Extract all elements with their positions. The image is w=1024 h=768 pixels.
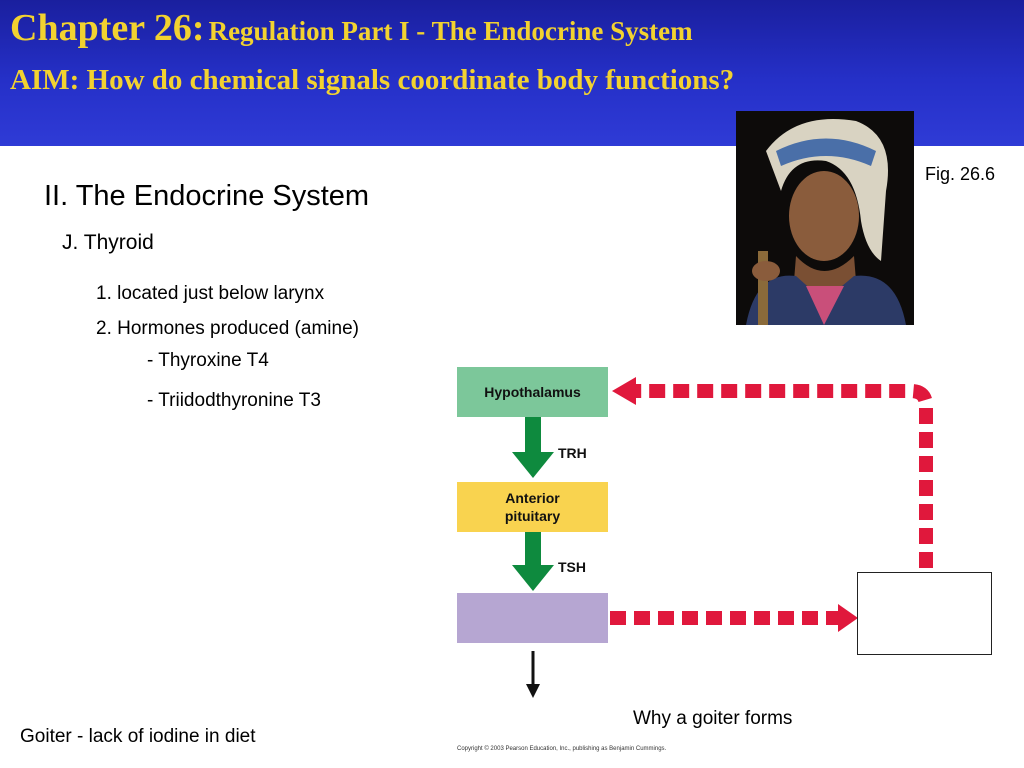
hormone-thyroxine: - Thyroxine T4 (147, 350, 269, 371)
goiter-caption: Why a goiter forms (633, 708, 793, 729)
tsh-arrow-head (512, 565, 554, 591)
trh-label: TRH (558, 445, 587, 461)
output-arrow-head (526, 684, 540, 698)
chapter-title: Regulation Part I - The Endocrine System (208, 16, 693, 46)
goiter-photo (736, 111, 914, 325)
woman-portrait-image (736, 111, 914, 325)
chapter-label: Chapter 26: (10, 7, 205, 49)
aim-question: AIM: How do chemical signals coordinate … (10, 64, 735, 96)
hormone-triiodothyronine: - Triidodthyronine T3 (147, 390, 321, 411)
anterior-pituitary-box: Anterior pituitary (457, 482, 608, 532)
section-heading: II. The Endocrine System (44, 180, 370, 212)
hypothalamus-box: Hypothalamus (457, 367, 608, 417)
copyright-notice: Copyright © 2003 Pearson Education, Inc.… (457, 746, 667, 752)
slide-title: Chapter 26: Regulation Part I - The Endo… (10, 6, 693, 50)
target-box (857, 572, 992, 655)
trh-arrow-shaft (525, 417, 541, 455)
bullet-location: 1. located just below larynx (96, 283, 325, 304)
tsh-arrow-shaft (525, 532, 541, 568)
thyroid-box (457, 593, 608, 643)
feedback-arrow-left-head (612, 377, 636, 405)
figure-label: Fig. 26.6 (925, 164, 996, 184)
title-banner: Chapter 26: Regulation Part I - The Endo… (0, 0, 1024, 146)
goiter-cause: Goiter - lack of iodine in diet (20, 726, 256, 747)
tsh-label: TSH (558, 559, 586, 575)
feedback-arrow-right-head (838, 604, 858, 632)
trh-arrow-head (512, 452, 554, 478)
bullet-hormones: 2. Hormones produced (amine) (96, 318, 359, 339)
subsection-heading: J. Thyroid (62, 231, 154, 254)
feedback-arrow-loop (634, 384, 933, 568)
